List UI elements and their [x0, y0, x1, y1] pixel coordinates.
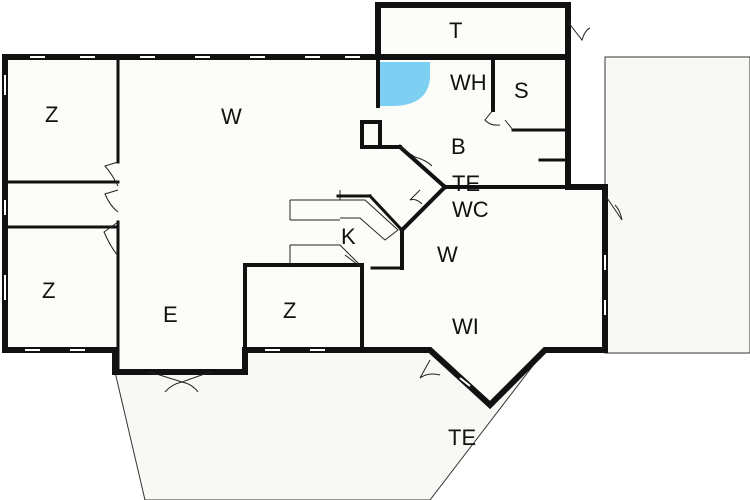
room-label-z-top: Z	[45, 102, 58, 127]
water-heater-shape	[380, 62, 430, 106]
room-label-s: S	[514, 78, 529, 103]
windows	[4, 56, 606, 387]
stairs	[289, 190, 403, 266]
room-label-wc: WC	[452, 197, 489, 222]
room-label-t: T	[449, 18, 462, 43]
outer-walls	[2, 2, 608, 410]
room-label-wh: WH	[450, 70, 487, 95]
room-label-te-outer: TE	[448, 425, 476, 450]
room-label-b: B	[451, 134, 466, 159]
storage-floor	[378, 5, 568, 57]
door-swings	[103, 21, 623, 393]
interior-walls	[3, 55, 607, 374]
room-labels: T WH S B TE WC K W W WI Z Z Z E TE	[42, 18, 529, 450]
room-label-z-left: Z	[42, 278, 55, 303]
room-label-w-main: W	[221, 104, 242, 129]
room-label-e: E	[163, 302, 178, 327]
room-label-z-mid: Z	[283, 298, 296, 323]
stove-block	[360, 120, 382, 149]
interior-floor	[5, 57, 605, 405]
room-label-k: K	[341, 224, 356, 249]
room-label-te-inner: TE	[452, 171, 480, 196]
room-label-wi: WI	[452, 314, 479, 339]
room-label-w-right: W	[437, 242, 458, 267]
terrace-right	[604, 56, 750, 354]
